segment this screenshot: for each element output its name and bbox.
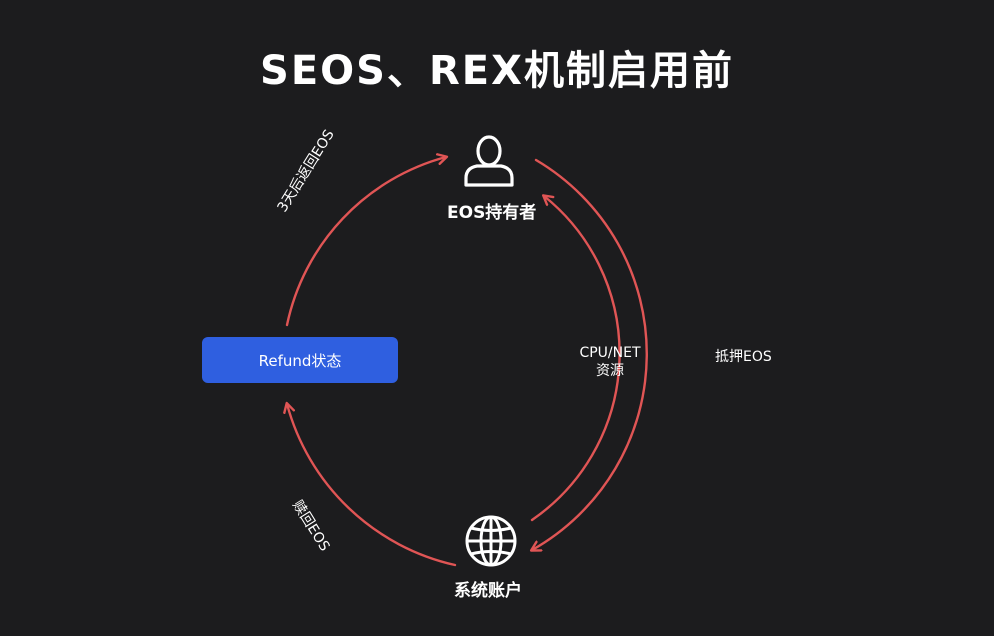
resource-label: CPU/NET 资源 <box>570 344 650 380</box>
arrow-pledge <box>532 158 648 550</box>
system-account-label: 系统账户 <box>454 581 522 601</box>
refund-state-label: Refund状态 <box>258 351 342 370</box>
globe-icon <box>465 515 517 567</box>
arrow-return <box>285 157 446 327</box>
pledge-label: 抵押EOS <box>715 349 772 365</box>
arrow-redeem <box>287 404 457 567</box>
page-title: SEOS、REX机制启用前 <box>260 48 734 94</box>
resource-label-line2: 资源 <box>596 363 624 379</box>
user-icon <box>464 135 514 187</box>
refund-state-box: Refund状态 <box>202 337 398 383</box>
resource-label-line1: CPU/NET <box>579 345 641 361</box>
arrow-resource <box>530 196 621 522</box>
holder-label: EOS持有者 <box>447 203 537 223</box>
